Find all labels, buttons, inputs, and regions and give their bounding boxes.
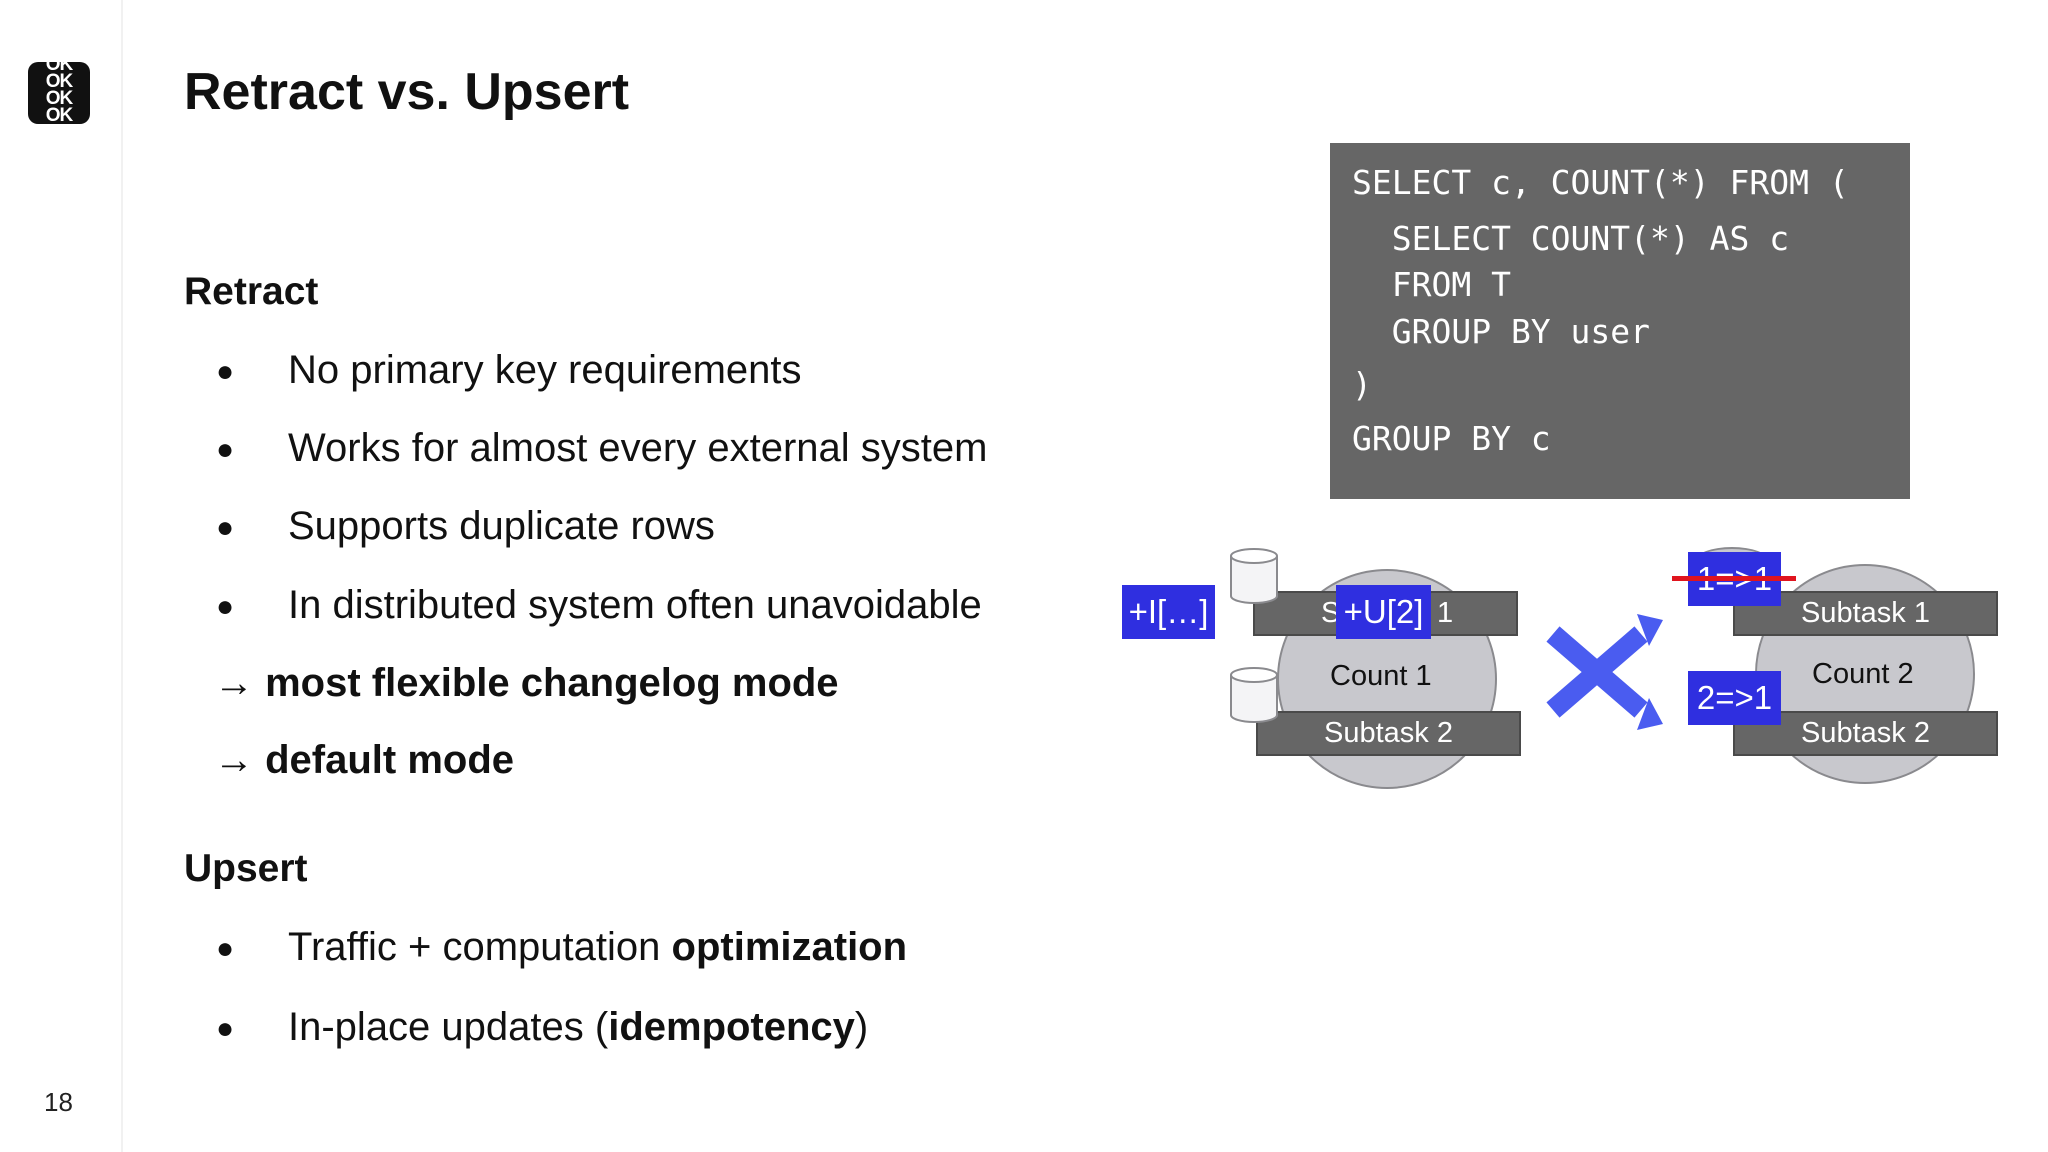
sidebar-divider — [121, 0, 123, 1152]
bullet-dot: ● — [216, 433, 235, 467]
logo-text: OK — [45, 62, 74, 75]
code-line: ) — [1352, 365, 1372, 404]
count-label-right: Count 2 — [1812, 658, 1914, 690]
bullet-text: In distributed system often unavoidable — [288, 583, 982, 627]
update-tag: +U[2] — [1336, 585, 1431, 639]
arrow-point: → default mode — [214, 738, 515, 782]
bullet-text: Supports duplicate rows — [288, 504, 715, 548]
code-line: FROM T — [1352, 265, 1511, 304]
bullet-emphasis: idempotency — [608, 1005, 855, 1049]
upsert-bullet: ● In-place updates (idempotency) — [216, 1005, 868, 1050]
database-icon — [1230, 667, 1278, 723]
subtask-bar-right-bottom: Subtask 2 — [1733, 711, 1998, 756]
retract-bullet: ● No primary key requirements — [216, 348, 802, 393]
count-label-left: Count 1 — [1330, 660, 1432, 692]
logo-text: OK — [45, 88, 74, 109]
code-line: SELECT COUNT(*) AS c — [1352, 219, 1790, 258]
bullet-dot: ● — [216, 590, 235, 624]
bullet-dot: ● — [216, 1012, 235, 1046]
bullet-text: Traffic + computation — [288, 925, 672, 969]
logo-text: OK — [45, 105, 74, 124]
bullet-text: Works for almost every external system — [288, 426, 988, 470]
retract-bullet: ● Supports duplicate rows — [216, 504, 715, 549]
bar-suffix: 1 — [1437, 597, 1454, 629]
upsert-bullet: ● Traffic + computation optimization — [216, 925, 907, 970]
logo-text: OK — [45, 71, 74, 92]
retract-bullet: ● Works for almost every external system — [216, 426, 987, 471]
page-number: 18 — [44, 1087, 73, 1117]
upsert-heading: Upsert — [184, 847, 308, 890]
logo: OK OK OK OK — [28, 62, 90, 124]
slide-title: Retract vs. Upsert — [184, 63, 630, 121]
bullet-text: No primary key requirements — [288, 348, 802, 392]
subtask-bar-left-bottom: Subtask 2 — [1256, 711, 1521, 756]
insert-tag: +I[…] — [1122, 585, 1215, 639]
code-line: GROUP BY c — [1352, 419, 1551, 458]
bar-prefix: S — [1321, 597, 1341, 629]
bullet-emphasis: optimization — [671, 925, 908, 969]
cross-icon — [1546, 614, 1663, 730]
strike-line — [1672, 576, 1796, 581]
bullet-tail: ) — [854, 1005, 869, 1049]
sql-code-block: SELECT c, COUNT(*) FROM ( SELECT COUNT(*… — [1330, 143, 1910, 499]
retract-heading: Retract — [184, 270, 319, 313]
new-value-tag: 2=>1 — [1688, 671, 1781, 725]
bullet-text: In-place updates ( — [288, 1005, 609, 1049]
bullet-dot: ● — [216, 355, 235, 389]
bullet-dot: ● — [216, 932, 235, 966]
bullet-dot: ● — [216, 511, 235, 545]
retract-bullet: ● In distributed system often unavoidabl… — [216, 583, 982, 628]
code-line: SELECT c, COUNT(*) FROM ( — [1352, 163, 1849, 202]
arrow-point: → most flexible changelog mode — [214, 661, 839, 705]
database-icon — [1230, 548, 1278, 604]
code-line: GROUP BY user — [1352, 312, 1651, 351]
